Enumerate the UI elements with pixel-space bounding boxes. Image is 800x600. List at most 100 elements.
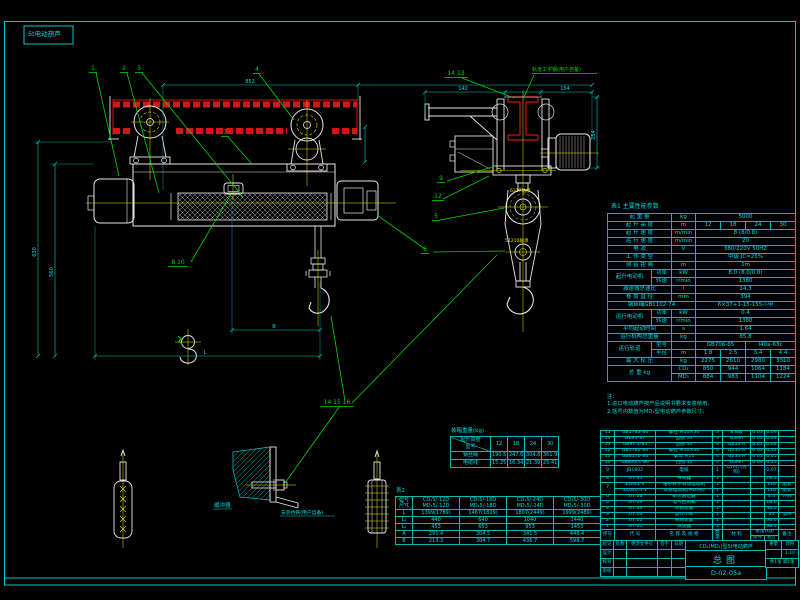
- dim-table-cell: CD₁5/-18D MD₁5/-18D: [459, 496, 507, 510]
- tech-table-cell: 运行轨道: [607, 341, 652, 358]
- dim-ev-right: 154: [560, 86, 570, 92]
- dim-table-cell: 1399(1789): [412, 509, 460, 517]
- balloon-4: 4: [255, 66, 259, 73]
- tech-table-cell: 半径: [651, 349, 672, 358]
- bom-table-cell: 0.04: [750, 459, 765, 467]
- tech-table-cell: 18: [720, 221, 746, 230]
- tech-table-cell: 24: [745, 221, 771, 230]
- title-block-drawing-number: D-02-05a: [685, 566, 767, 580]
- bom-table-cell: 0.03: [750, 430, 765, 437]
- tech-table-cell: 394: [695, 293, 796, 302]
- bom-table-cell: 0.15: [764, 459, 779, 467]
- balloon-leaders: [89, 72, 597, 484]
- tech-table-cell: 起升电动机: [607, 269, 652, 286]
- dim-ev-left: 142: [458, 86, 468, 92]
- bom-table-cell: 电缆: [655, 465, 713, 478]
- title-block-scale-grid-cell: 重量: [765, 540, 782, 550]
- dim-table-cell: 1440: [553, 516, 601, 524]
- bom-table-cell: 0.04: [764, 441, 779, 449]
- dim-table-cell: 448.4: [553, 530, 601, 538]
- packing-table-cell: 30: [541, 436, 559, 452]
- tech-table-cell: kW: [671, 309, 696, 318]
- packing-table-cell: 190.5: [490, 451, 508, 460]
- tech-table-cell: I40a-63c: [745, 341, 796, 350]
- tech-table-cell: m/min: [671, 237, 696, 246]
- tech-table-cell: m: [671, 221, 696, 230]
- packing-table-cell: 304.8: [524, 451, 542, 460]
- tech-table-cell: 钢丝绳GB1102-74: [607, 301, 696, 310]
- dim-table-cell: CD₁5/-24D MD₁5/-24D: [506, 496, 554, 510]
- dim-table-cell: 953: [506, 523, 554, 531]
- title-block-revision-grid-cell: [626, 558, 658, 568]
- title-block-revision-grid-cell: 设计: [600, 549, 614, 559]
- dim-table-cell: 453: [412, 523, 460, 531]
- tech-table-cell: MD₁: [671, 373, 696, 382]
- bom-table-cell: JB1602: [614, 465, 656, 478]
- bom-table-cell: 0.09: [764, 430, 779, 437]
- tech-table-cell: CD₁: [671, 365, 696, 374]
- tech-table-cell: 测 音 距 离: [607, 261, 672, 270]
- bom-table-cell: 0.03: [750, 447, 765, 455]
- bom-table-cell: 34.5: [764, 505, 779, 513]
- end-view-trolley: [491, 96, 555, 191]
- dim-table-cell: 1807(2449): [506, 509, 554, 517]
- title-block-revision-grid-cell: [657, 549, 672, 559]
- end-view-hook-block: [460, 90, 556, 332]
- trolley-wheel-left: [129, 98, 171, 180]
- tech-table-cell: 1064: [745, 365, 771, 374]
- tech-table-cell: 8 (8/0.8): [695, 229, 796, 238]
- notes-title: 注:: [607, 394, 615, 400]
- bearing-label-top: 6317轴承: [510, 187, 531, 194]
- tech-table-cell: 1380: [695, 277, 796, 286]
- dim-bottom-b: B: [272, 324, 276, 330]
- dim-table-cell: 640: [459, 516, 507, 524]
- hoist-body: [87, 163, 379, 227]
- packing-table-cell: 247.6: [507, 451, 525, 460]
- title-block-scale-grid-cell: 共1张 第1张: [765, 558, 799, 568]
- balloon-14-15-16: 14 15 16: [324, 399, 351, 406]
- bom-table-cell: 以m计(另购): [722, 465, 751, 478]
- tech-table-cell: 3310: [770, 357, 796, 366]
- bom-table-cell: 98.5: [764, 523, 779, 531]
- bom-table-cell: 96.0: [764, 517, 779, 525]
- tech-table-cell: 85.8: [695, 333, 796, 342]
- packing-table-cell: 起升高度 型号: [450, 436, 491, 452]
- tech-table-cell: 1184: [770, 365, 796, 374]
- tech-table-cell: 30: [770, 221, 796, 230]
- tech-table-cell: m: [671, 261, 696, 270]
- packing-table-cell: 电缆线: [450, 459, 491, 468]
- tech-table-cell: 功率: [651, 269, 672, 278]
- packing-table-cell: 24: [524, 436, 542, 452]
- dim-table-cell: L₂: [395, 523, 413, 531]
- tech-table-cell: mm: [671, 293, 696, 302]
- trolley-wheel-right: [286, 100, 328, 186]
- title-block-revision-grid-cell: 审核: [600, 567, 614, 577]
- tech-table-cell: 电 源: [607, 245, 672, 254]
- tech-table-cell: 0.4: [695, 309, 796, 318]
- tech-table-cell: 转速: [651, 277, 672, 286]
- bom-table-cell: 0.07: [764, 465, 779, 478]
- tech-table-cell: 减速器总速比: [607, 285, 672, 294]
- balloon-8-10: 8 10: [171, 259, 185, 266]
- dim-table-cell: 213.3: [412, 537, 460, 545]
- title-block-revision-grid-cell: [626, 549, 658, 559]
- dimension-texts: 852 630 560 B L 142 154 254: [32, 79, 597, 356]
- tech-table-cell: 2610: [720, 357, 746, 366]
- bom-table-cell: 0.12: [764, 447, 779, 455]
- tech-table-cell: GB706-65: [695, 341, 746, 350]
- bom-table-cell: 0.05: [764, 453, 779, 461]
- dim-left-outer: 630: [32, 247, 38, 257]
- bom-table-cell: [778, 465, 796, 478]
- dim-table-cell: CD₁5/-30D MD₁5/-30D: [553, 496, 601, 510]
- title-block-revision-grid-cell: 签字: [657, 540, 672, 550]
- tech-table-cell: m: [671, 349, 696, 358]
- title-block-revision-grid-cell: 更改文件号: [626, 540, 658, 550]
- title-block-revision-grid-cell: [613, 558, 627, 568]
- beam-end-stops: [108, 96, 362, 140]
- dim-table-cell: L: [395, 509, 413, 517]
- bom-table-cell: 双速电动机(MD₁用): [655, 488, 713, 495]
- bom-table-cell: 7: [600, 482, 615, 495]
